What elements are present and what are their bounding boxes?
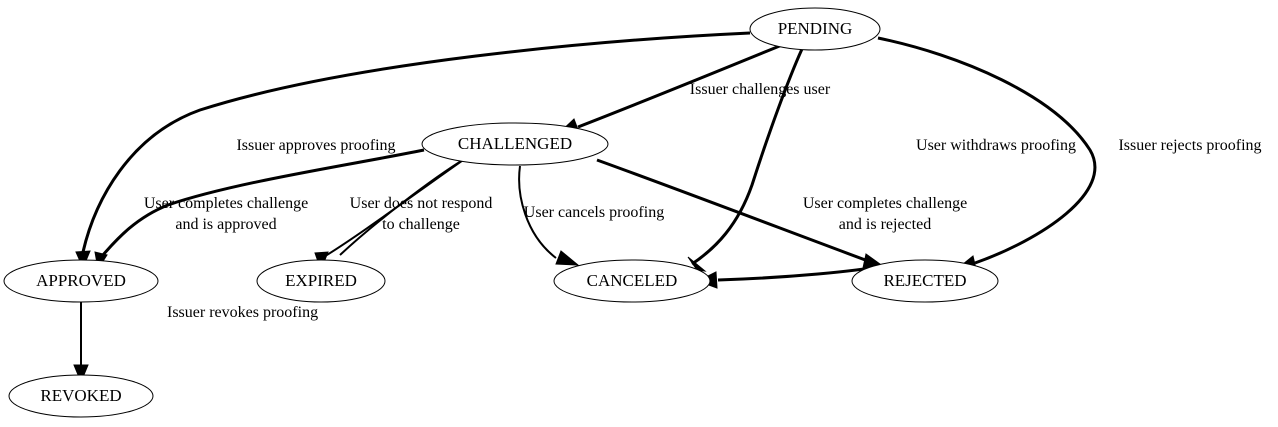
edge-label-challenged-canceled: User cancels proofing (524, 204, 664, 221)
edge-path-pending-canceled (691, 48, 804, 266)
arrow-head-canceled-from-pending (687, 256, 707, 272)
edge-label-pending-rejected: Issuer rejects proofing (1118, 137, 1261, 154)
edge-path-pending-approved (81, 31, 751, 253)
node-shape-canceled (553, 259, 711, 303)
node-shape-approved (3, 259, 159, 303)
edge-label-challenged-approved-line2: and is approved (175, 216, 276, 233)
edge-path-challenged-approved (98, 148, 425, 260)
node-label-approved: APPROVED (36, 271, 126, 290)
node-shape-rejected (851, 259, 999, 303)
node-pending[interactable]: PENDING (749, 7, 881, 51)
arrow-head-revoked-from-approved (73, 364, 89, 384)
node-shape-pending (749, 7, 881, 51)
edge-challenged-expired[interactable] (314, 157, 467, 272)
edge-path-challenged-expired-b (321, 157, 467, 259)
node-rejected[interactable]: REJECTED (851, 259, 999, 303)
edge-label-challenged-rejected-line1: User completes challenge (803, 195, 967, 212)
node-label-rejected: REJECTED (883, 271, 966, 290)
nodes-layer: PENDING CHALLENGED APPROVED EXPIRED CANC… (3, 7, 999, 418)
edge-challenged-canceled[interactable] (518, 165, 580, 266)
edge-label-challenged-rejected-line2: and is rejected (839, 216, 931, 233)
edge-path-challenged-rejected (596, 158, 869, 263)
node-label-expired: EXPIRED (285, 271, 357, 290)
node-shape-revoked (8, 374, 154, 418)
edge-approved-revoked[interactable] (73, 302, 89, 384)
node-label-challenged: CHALLENGED (458, 134, 572, 153)
edge-path-pending-rejected (877, 36, 1097, 265)
edge-label-pending-challenged: Issuer challenges user (690, 81, 831, 98)
node-approved[interactable]: APPROVED (3, 259, 159, 303)
edge-labels-layer: Issuer challenges user Issuer approves p… (144, 81, 1262, 321)
node-shape-challenged (421, 122, 609, 166)
node-shape-expired (256, 259, 386, 303)
edge-label-challenged-expired-line1: User does not respond (350, 195, 493, 212)
edge-label-challenged-expired-line2: to challenge (382, 216, 460, 233)
node-expired[interactable]: EXPIRED (256, 259, 386, 303)
arrow-head-canceled-from-challenged (555, 250, 580, 266)
node-revoked[interactable]: REVOKED (8, 374, 154, 418)
node-label-pending: PENDING (778, 19, 853, 38)
edge-label-approved-revoked: Issuer revokes proofing (167, 304, 318, 321)
edge-pending-canceled[interactable] (687, 48, 804, 272)
edge-path-pending-challenged (577, 43, 783, 129)
edge-label-pending-approved: Issuer approves proofing (236, 137, 395, 154)
edge-path-challenged-canceled (518, 165, 557, 259)
node-label-revoked: REVOKED (40, 386, 121, 405)
node-canceled[interactable]: CANCELED (553, 259, 711, 303)
node-challenged[interactable]: CHALLENGED (421, 122, 609, 166)
node-label-canceled: CANCELED (587, 271, 678, 290)
edge-label-pending-canceled: User withdraws proofing (916, 137, 1076, 154)
edge-label-challenged-approved-line1: User completes challenge (144, 195, 308, 212)
